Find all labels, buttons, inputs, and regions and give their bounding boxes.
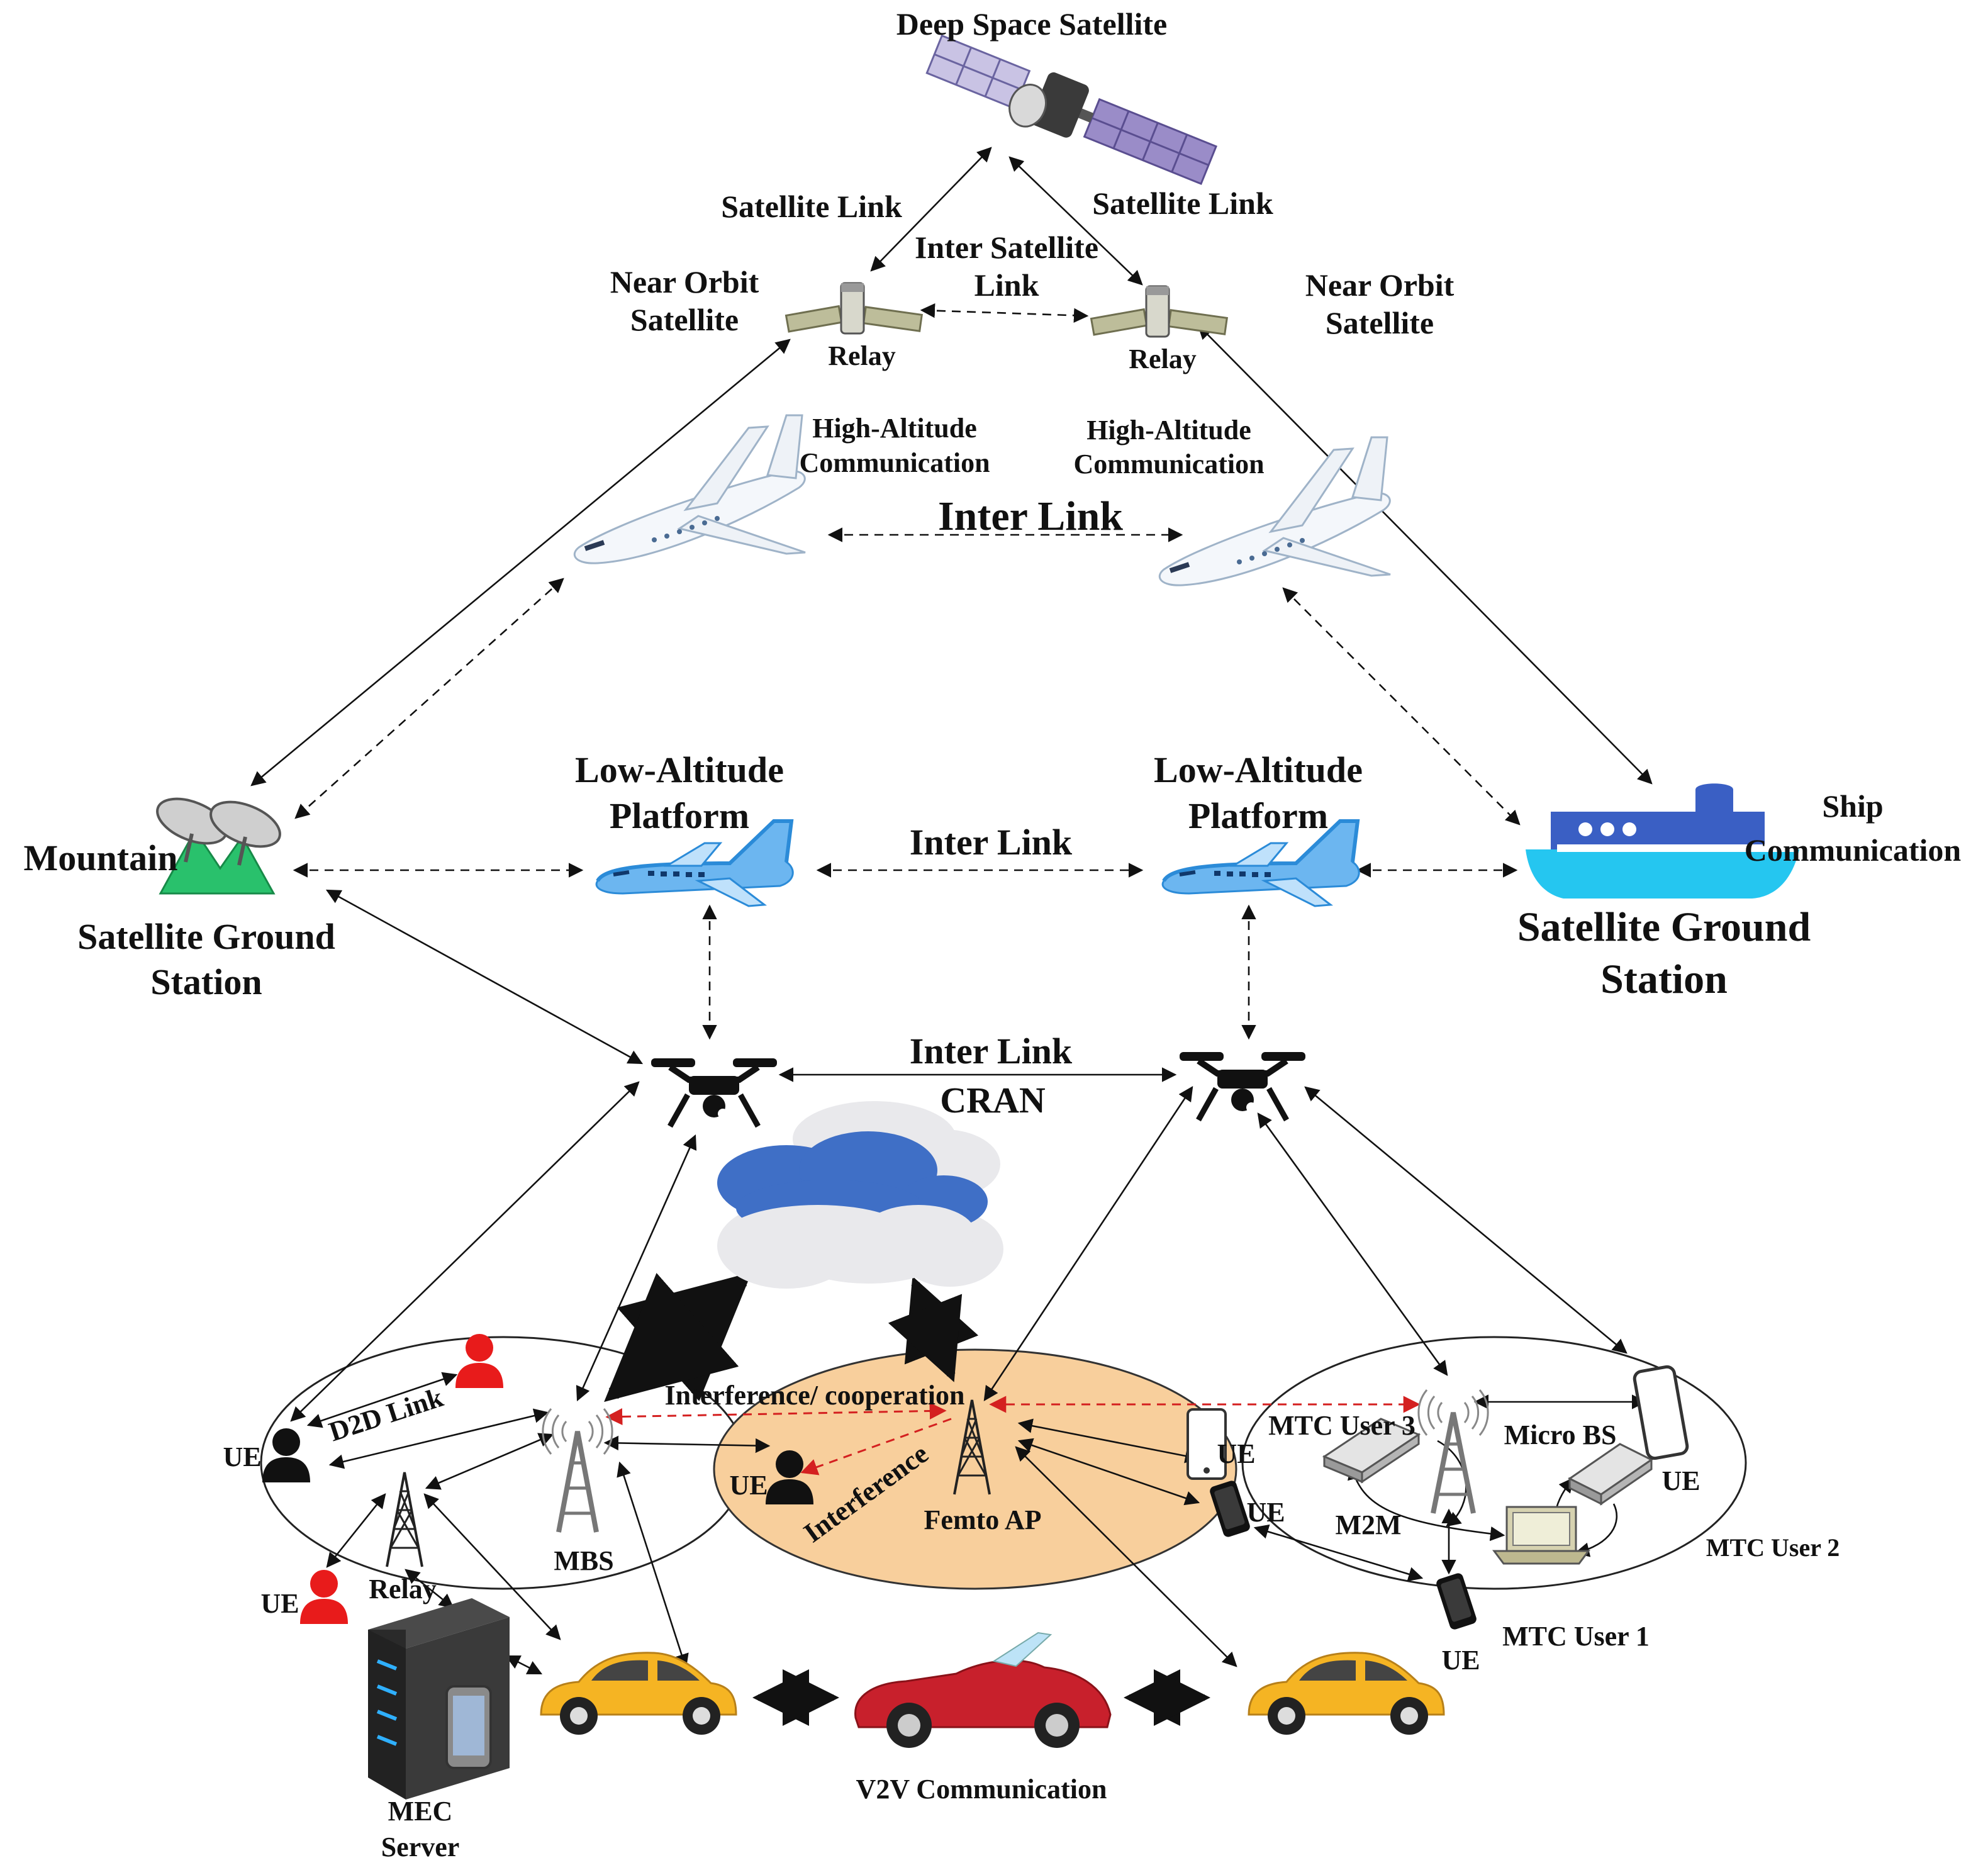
car-right-icon [1248, 1652, 1445, 1736]
micro-bs-tower-icon [1417, 1389, 1489, 1514]
v2v-label: V2V Communication [856, 1774, 1107, 1805]
ue-right-label: UE [1661, 1465, 1700, 1496]
near-orbit-right-label-1: Near Orbit [1305, 267, 1455, 303]
mbs-tower-icon [542, 1408, 613, 1533]
near-orbit-left-label-1: Near Orbit [610, 264, 759, 300]
ship-label-2: Communication [1745, 832, 1962, 868]
ship-icon [1526, 783, 1799, 899]
mtc-user-1-phone-icon [1435, 1572, 1478, 1631]
ue-left-label: UE [223, 1442, 261, 1472]
deep-space-satellite-icon [925, 34, 1218, 186]
hac-right-label-2: Communication [1073, 449, 1264, 479]
macro-cell-ellipse [260, 1336, 747, 1590]
ue-right-phone-icon [1633, 1365, 1689, 1460]
near-orbit-left-label-2: Satellite [630, 302, 739, 337]
near-orbit-satellite-right-icon [1090, 285, 1228, 338]
micro-bs-label: Micro BS [1504, 1419, 1617, 1450]
mtc-user-1-label: MTC User 1 [1502, 1621, 1650, 1652]
lap-left-label-2: Platform [610, 795, 749, 836]
mec-label-1: MEC [388, 1796, 453, 1827]
d2d-link-label: D2D Link [325, 1382, 447, 1448]
uav-drone-right-icon [1180, 1052, 1305, 1120]
d2d-user-icon [455, 1334, 503, 1388]
sgs-left-label-1: Satellite Ground [77, 916, 335, 957]
mtc-user-3-device-icon [1322, 1418, 1421, 1484]
inter-link-drone-label: Inter Link [910, 1031, 1073, 1072]
cran-label: CRAN [940, 1080, 1046, 1121]
sgs-right-label-2: Station [1600, 956, 1728, 1002]
cloud-cran-icon [717, 1101, 1003, 1289]
hac-left-label-2: Communication [799, 447, 990, 478]
mtc-user-3-label: MTC User 3 [1268, 1410, 1416, 1441]
lap-right-label-2: Platform [1188, 795, 1328, 836]
ue-left-user-icon [262, 1428, 310, 1482]
mountain-label: Mountain [24, 837, 178, 878]
ue-femto-tablet-label: UE [1217, 1438, 1255, 1469]
inter-satellite-link-label-1: Inter Satellite [915, 230, 1098, 265]
relay-left-label: Relay [828, 340, 896, 371]
tablet-ue-icon [1187, 1408, 1227, 1480]
relay-tower-icon [386, 1471, 423, 1568]
mtc-user-2-label: MTC User 2 [1706, 1533, 1840, 1562]
inter-satellite-link-label-2: Link [974, 267, 1039, 303]
near-orbit-right-label-2: Satellite [1326, 305, 1434, 340]
ue-bottom-left-label: UE [260, 1588, 299, 1619]
car-left-icon [540, 1652, 737, 1736]
uav-drone-left-icon [651, 1058, 777, 1126]
inter-link-low-label: Inter Link [910, 822, 1073, 863]
lap-right-label-1: Low-Altitude [1154, 749, 1363, 790]
sgs-right-label-1: Satellite Ground [1517, 904, 1811, 950]
deep-space-satellite-label: Deep Space Satellite [896, 6, 1167, 42]
mbs-label: MBS [554, 1545, 613, 1576]
lap-left-label-1: Low-Altitude [575, 749, 784, 790]
connector-lines [250, 147, 1653, 1726]
ue-femto-phone-label: UE [1246, 1497, 1285, 1528]
satellite-link-left-label: Satellite Link [721, 189, 902, 224]
m2m-label: M2M [1335, 1509, 1401, 1540]
ue-mtc1-label: UE [1441, 1645, 1480, 1676]
hac-left-label-1: High-Altitude [812, 413, 977, 444]
near-orbit-satellite-left-icon [785, 282, 923, 335]
sports-car-red-icon [854, 1632, 1112, 1748]
interference-lines [605, 1396, 1421, 1475]
mec-label-2: Server [381, 1832, 460, 1862]
satellite-link-right-label: Satellite Link [1092, 186, 1273, 221]
ship-label-1: Ship [1822, 788, 1883, 824]
femto-ap-label: Femto AP [924, 1504, 1042, 1535]
relay-right-label: Relay [1129, 344, 1197, 374]
relay-ground-label: Relay [369, 1574, 437, 1604]
ue-femto-label: UE [729, 1470, 768, 1501]
hac-right-label-1: High-Altitude [1086, 415, 1251, 445]
ue-bottom-left-user-icon [300, 1570, 348, 1624]
laptop-m2m-icon [1492, 1506, 1590, 1565]
mtc-user-2-device-icon [1568, 1443, 1653, 1506]
interference-cooperation-label: Interference/ cooperation [665, 1380, 965, 1411]
mec-server-icon [368, 1598, 510, 1800]
inter-link-high-label: Inter Link [938, 493, 1123, 539]
sgs-left-label-2: Station [150, 961, 262, 1002]
mountain-ground-station-icon [156, 797, 281, 895]
